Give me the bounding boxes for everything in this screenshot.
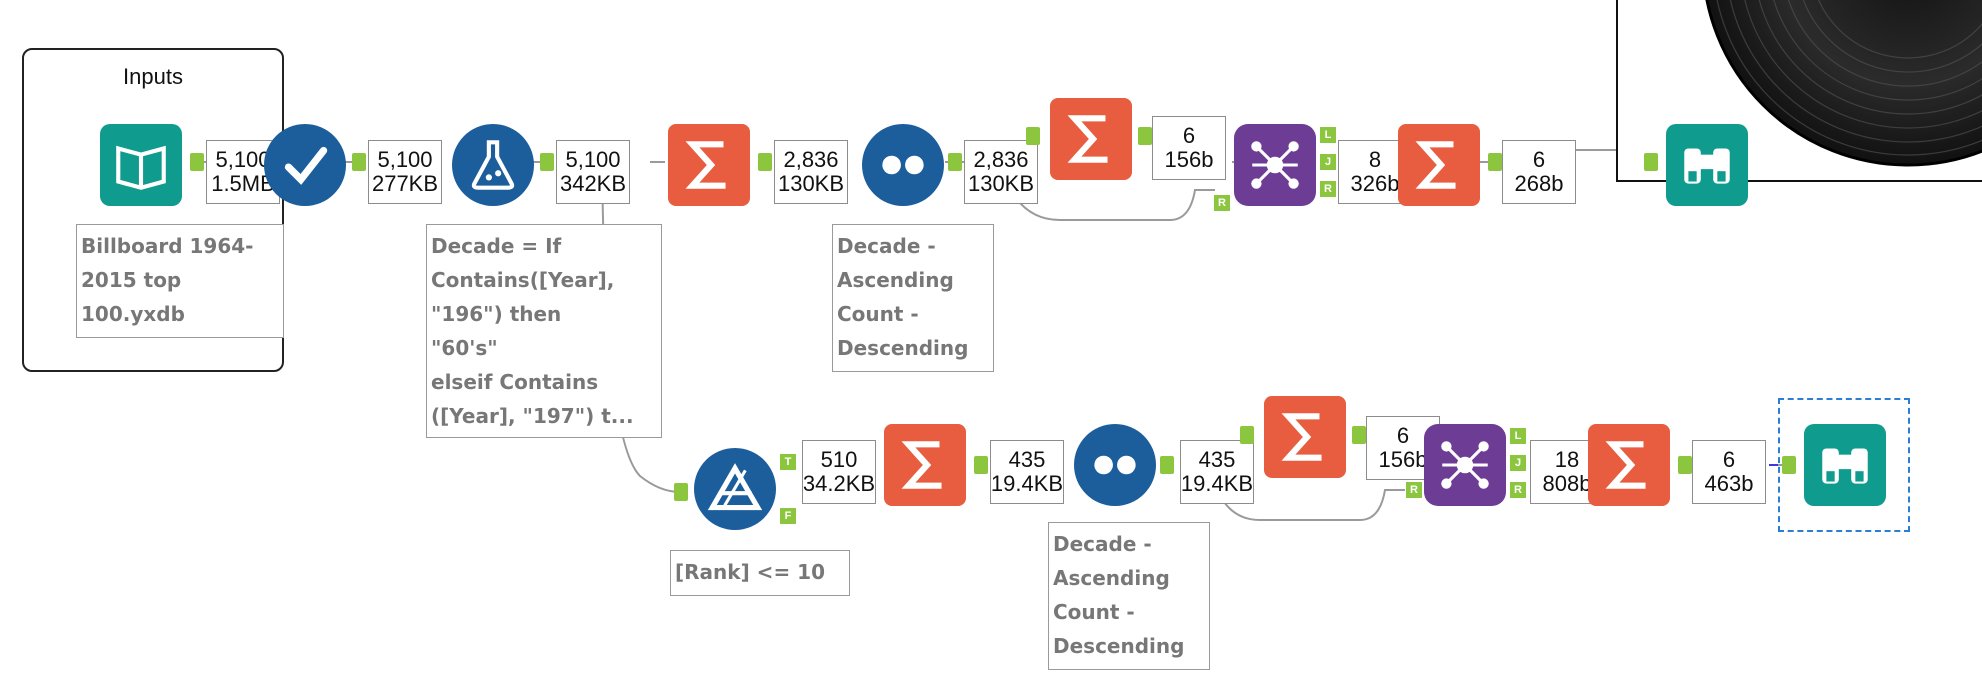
binoculars-icon <box>1822 448 1868 484</box>
sigma-icon <box>901 441 942 489</box>
selection-outline <box>1778 398 1910 532</box>
summarize-tool[interactable] <box>1398 124 1480 206</box>
dots-icon <box>882 155 924 175</box>
record-count: 2,836 130KB <box>964 140 1038 204</box>
summarize-tool[interactable] <box>1588 424 1670 506</box>
flask-icon <box>471 140 515 190</box>
select-tool[interactable] <box>264 124 346 206</box>
join-l-output-anchor[interactable]: L <box>1320 127 1336 143</box>
sigma-icon <box>685 141 726 189</box>
formula-tool[interactable] <box>452 124 534 206</box>
sort-annotation: Decade - Ascending Count - Descending <box>1048 522 1210 670</box>
checkmark-icon <box>284 146 328 185</box>
input-annotation: Billboard 1964- 2015 top 100.yxdb <box>76 224 284 338</box>
binoculars-icon <box>1684 148 1730 184</box>
sort-tool[interactable] <box>1074 424 1156 506</box>
record-count: 5,100 342KB <box>556 140 630 204</box>
output-anchor[interactable] <box>1678 456 1692 474</box>
network-nodes-icon <box>1251 141 1299 189</box>
record-count: 6 268b <box>1502 140 1576 204</box>
input-anchor[interactable] <box>1240 426 1254 444</box>
record-count: 6 156b <box>1152 116 1226 180</box>
output-anchor[interactable] <box>190 153 204 171</box>
output-anchor[interactable] <box>758 153 772 171</box>
join-r-output-anchor[interactable]: R <box>1510 482 1526 498</box>
sigma-icon <box>1067 115 1108 163</box>
summarize-tool[interactable] <box>884 424 966 506</box>
output-anchor[interactable] <box>540 153 554 171</box>
input-anchor[interactable] <box>1644 153 1658 171</box>
filter-annotation: [Rank] <= 10 <box>670 550 850 596</box>
record-count: 2,836 130KB <box>774 140 848 204</box>
summarize-tool[interactable] <box>668 124 750 206</box>
join-left-input-anchor[interactable]: R <box>1214 195 1230 211</box>
record-count: 5,100 277KB <box>368 140 442 204</box>
open-book-icon <box>116 145 166 190</box>
browse-tool[interactable] <box>1666 124 1748 206</box>
record-count: 6 463b <box>1692 440 1766 504</box>
filter-true-anchor[interactable]: T <box>780 454 796 470</box>
record-count: 510 34.2KB <box>802 440 876 504</box>
join-l-output-anchor[interactable]: L <box>1510 428 1526 444</box>
join-j-output-anchor[interactable]: J <box>1320 154 1336 170</box>
output-anchor[interactable] <box>974 456 988 474</box>
input-data-tool[interactable] <box>100 124 182 206</box>
output-anchor[interactable] <box>948 153 962 171</box>
sigma-icon <box>1605 441 1646 489</box>
network-nodes-icon <box>1441 441 1489 489</box>
filter-tool[interactable] <box>694 448 776 530</box>
sigma-icon <box>1415 141 1456 189</box>
join-r-output-anchor[interactable]: R <box>1320 181 1336 197</box>
output-anchor[interactable] <box>1488 153 1502 171</box>
output-anchor[interactable] <box>1138 127 1152 145</box>
output-anchor[interactable] <box>1352 426 1366 444</box>
summarize-tool[interactable] <box>1050 98 1132 180</box>
input-anchor[interactable] <box>1026 127 1040 145</box>
filter-false-anchor[interactable]: F <box>780 508 796 524</box>
sigma-icon <box>1281 413 1322 461</box>
output-anchor[interactable] <box>1160 456 1174 474</box>
join-tool[interactable] <box>1234 124 1316 206</box>
triangle-filter-icon <box>707 463 763 511</box>
container-title: Inputs <box>123 64 183 89</box>
join-tool[interactable] <box>1424 424 1506 506</box>
sort-tool[interactable] <box>862 124 944 206</box>
summarize-tool[interactable] <box>1264 396 1346 478</box>
browse-tool[interactable] <box>1804 424 1886 506</box>
sort-annotation: Decade - Ascending Count - Descending <box>832 224 994 372</box>
join-left-input-anchor[interactable]: R <box>1406 482 1422 498</box>
output-anchor[interactable] <box>352 153 366 171</box>
dots-icon <box>1094 455 1136 475</box>
input-anchor[interactable] <box>1782 456 1796 474</box>
record-count: 435 19.4KB <box>990 440 1064 504</box>
record-count: 435 19.4KB <box>1180 440 1254 504</box>
join-j-output-anchor[interactable]: J <box>1510 455 1526 471</box>
formula-annotation: Decade = If Contains([Year], "196") then… <box>426 224 662 438</box>
inputs-container[interactable]: Inputs <box>22 48 284 372</box>
input-anchor[interactable] <box>674 483 688 501</box>
